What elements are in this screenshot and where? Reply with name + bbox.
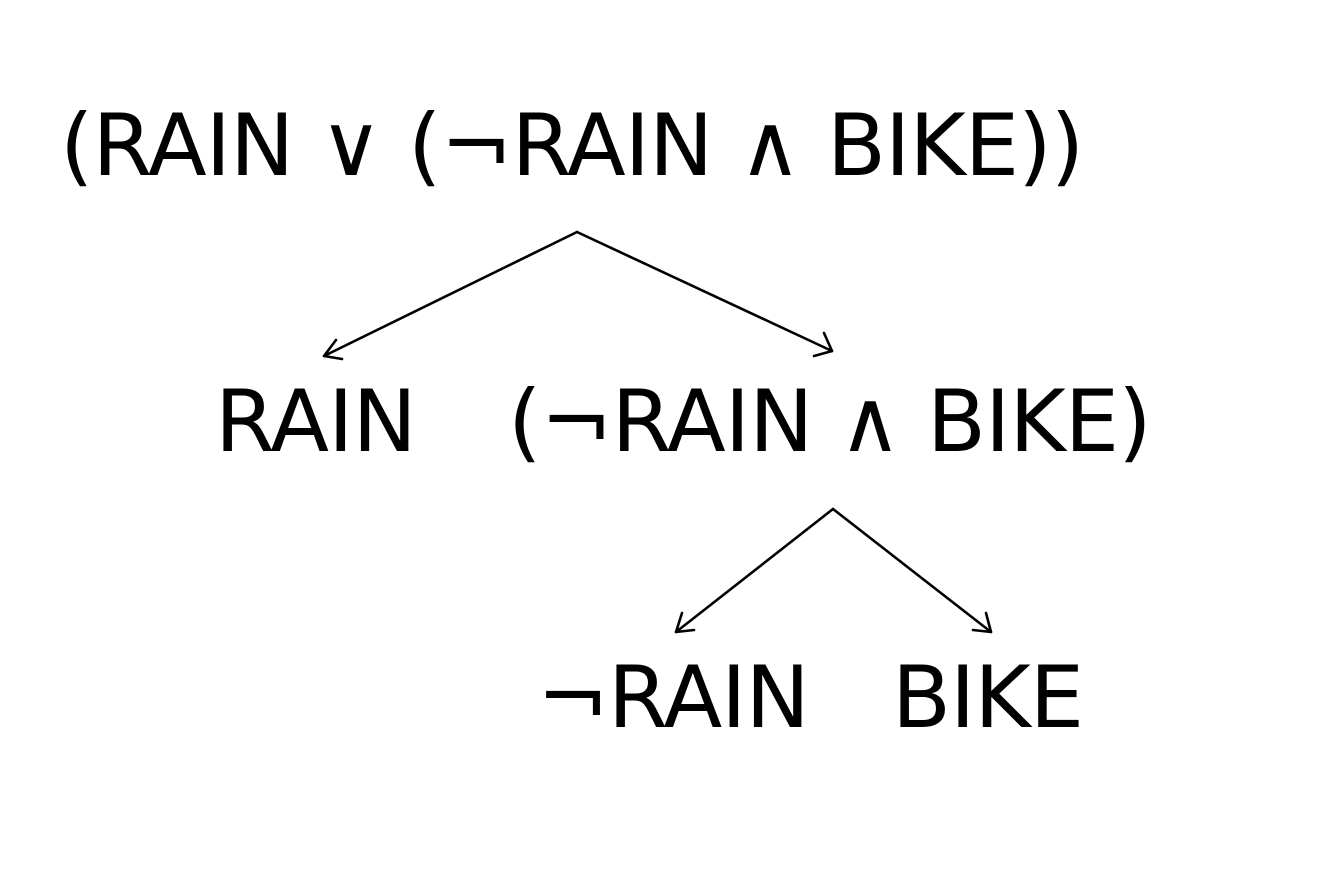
edge-root-to-conjunction: [575, 230, 834, 353]
left-child-formula: RAIN: [215, 372, 417, 472]
arrowhead-notrain: [674, 611, 696, 634]
right-child-formula: (¬RAIN ∧ BIKE): [508, 372, 1152, 472]
edge-conjunction-to-notrain: [674, 507, 835, 634]
negated-rain-leaf: ¬RAIN: [537, 648, 810, 748]
edge-conjunction-to-bike: [831, 507, 993, 634]
arrowhead-rain: [322, 338, 344, 361]
bike-leaf: BIKE: [892, 648, 1084, 748]
root-formula: (RAIN ∨ (¬RAIN ∧ BIKE)): [60, 96, 1084, 196]
arrowhead-conjunction: [812, 331, 834, 358]
arrowhead-bike: [971, 611, 993, 634]
edge-root-to-rain: [322, 230, 579, 358]
